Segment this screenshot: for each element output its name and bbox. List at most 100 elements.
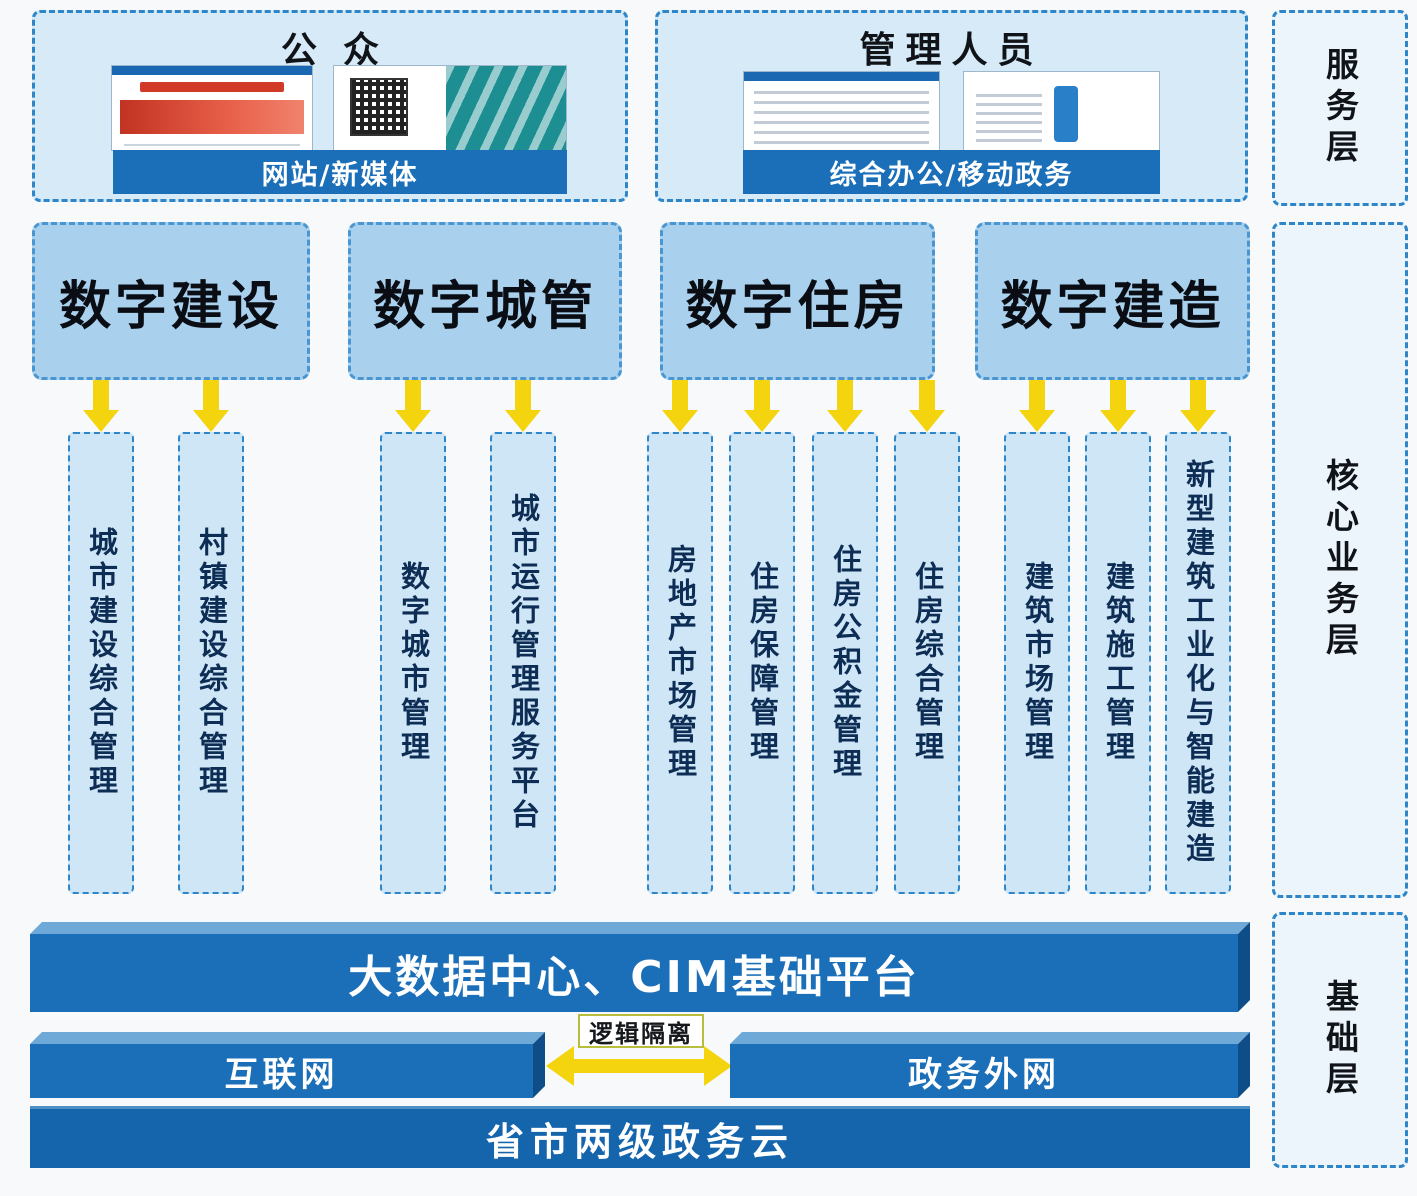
arrow-head-left: [546, 1046, 574, 1086]
city-graphic: [446, 66, 566, 150]
logical-isolation-label: 逻辑隔离: [578, 1014, 704, 1048]
bar-top-face: [30, 922, 1250, 934]
bar-side-face: [533, 1032, 545, 1098]
arrow-shaft: [515, 380, 531, 411]
layer-label-base: 基础层: [1272, 912, 1408, 1168]
module-label: 城市运行管理服务平台: [506, 493, 541, 833]
mobile-screen-graphic: [1053, 86, 1078, 142]
module-real-estate-market-mgmt: 房地产市场管理: [647, 432, 713, 894]
office-mobilegov-bar: 综合办公/移动政务: [743, 150, 1160, 194]
module-township-construction-mgmt: 村镇建设综合管理: [178, 432, 244, 894]
arrow-head: [395, 410, 431, 432]
arrow-shaft: [405, 380, 421, 411]
arrow-shaft: [1029, 380, 1045, 411]
bar-side-face: [1238, 922, 1250, 1012]
arrow-shaft: [572, 1059, 706, 1073]
arrow-head-right: [704, 1046, 732, 1086]
arrow-head: [505, 410, 541, 432]
module-label: 住房公积金管理: [828, 544, 863, 782]
arrow-head: [909, 410, 945, 432]
bar-side-face: [1238, 1032, 1250, 1098]
bigdata-cim-platform-bar: 大数据中心、CIM基础平台: [30, 922, 1250, 1012]
down-arrow: [662, 380, 698, 432]
layer-label: 基础层: [1320, 978, 1360, 1102]
arrow-shaft: [93, 380, 109, 411]
mobile-gov-thumbnail: [963, 71, 1160, 151]
arrow-head: [662, 410, 698, 432]
module-housing-fund-mgmt: 住房公积金管理: [812, 432, 878, 894]
down-arrow: [395, 380, 431, 432]
module-construction-work-mgmt: 建筑施工管理: [1085, 432, 1151, 894]
domain-title: 数字城管: [372, 276, 597, 337]
public-title: 公众: [280, 30, 405, 71]
arrow-head: [827, 410, 863, 432]
arrow-head: [1180, 410, 1216, 432]
arrow-head: [83, 410, 119, 432]
layer-label-core-business: 核心业务层: [1272, 222, 1408, 898]
gov-extranet-bar: 政务外网: [730, 1032, 1250, 1098]
down-arrow: [1180, 380, 1216, 432]
office-system-thumbnail: [743, 71, 940, 151]
thumbnail-masthead: [140, 82, 284, 92]
arrow-shaft: [1110, 380, 1126, 411]
domain-digital-urban-mgmt: 数字城管: [348, 222, 622, 380]
admin-title: 管理人员: [859, 30, 1044, 71]
newmedia-qr-thumbnail: [333, 65, 567, 151]
module-label: 建筑施工管理: [1101, 561, 1136, 765]
arrow-head: [193, 410, 229, 432]
module-construction-market-mgmt: 建筑市场管理: [1004, 432, 1070, 894]
down-arrow: [744, 380, 780, 432]
module-label: 住房保障管理: [745, 561, 780, 765]
thumbnail-table-rows: [753, 90, 930, 144]
domain-title: 数字住房: [685, 276, 910, 337]
platform-label: 大数据中心、CIM基础平台: [30, 934, 1238, 1012]
arrow-shaft: [672, 380, 688, 411]
public-access-panel: 公众 网站/新媒体: [32, 10, 628, 202]
arrow-head: [1019, 410, 1055, 432]
arrow-shaft: [754, 380, 770, 411]
layer-label: 服务层: [1320, 46, 1360, 170]
arrow-head: [1100, 410, 1136, 432]
arrow-shaft: [837, 380, 853, 411]
layer-label-service: 服务层: [1272, 10, 1408, 206]
domain-digital-construction: 数字建设: [32, 222, 310, 380]
module-digital-city-mgmt: 数字城市管理: [380, 432, 446, 894]
module-label: 新型建筑工业化与智能建造: [1181, 459, 1216, 867]
qr-code-icon: [350, 78, 408, 136]
module-label: 村镇建设综合管理: [194, 527, 229, 799]
thumbnail-text-lines: [124, 140, 300, 146]
domain-title: 数字建造: [1000, 276, 1225, 337]
internet-bar: 互联网: [30, 1032, 545, 1098]
bar-top-face: [30, 1032, 545, 1044]
module-housing-security-mgmt: 住房保障管理: [729, 432, 795, 894]
thumbnail-text-lines: [975, 88, 1042, 142]
gov-website-thumbnail: [111, 65, 313, 151]
down-arrow: [193, 380, 229, 432]
domain-title: 数字建设: [58, 276, 283, 337]
module-label: 城市建设综合管理: [84, 527, 119, 799]
down-arrow: [83, 380, 119, 432]
module-label: 房地产市场管理: [663, 544, 698, 782]
down-arrow: [1019, 380, 1055, 432]
module-city-construction-mgmt: 城市建设综合管理: [68, 432, 134, 894]
isolation-double-arrow: [546, 1046, 732, 1086]
internet-label: 互联网: [30, 1044, 533, 1098]
arrow-shaft: [203, 380, 219, 411]
thumbnail-header-strip: [112, 66, 312, 75]
down-arrow: [827, 380, 863, 432]
gov-extranet-label: 政务外网: [730, 1044, 1238, 1098]
domain-digital-housing: 数字住房: [660, 222, 935, 380]
bar-top-face: [730, 1032, 1250, 1044]
thumbnail-banner-image: [120, 100, 304, 134]
arrow-shaft: [919, 380, 935, 411]
layer-label: 核心业务层: [1320, 457, 1360, 663]
arrow-shaft: [1190, 380, 1206, 411]
module-housing-comprehensive-mgmt: 住房综合管理: [894, 432, 960, 894]
arrow-head: [744, 410, 780, 432]
module-label: 建筑市场管理: [1020, 561, 1055, 765]
down-arrow: [909, 380, 945, 432]
module-label: 住房综合管理: [910, 561, 945, 765]
module-new-building-industrialization: 新型建筑工业化与智能建造: [1165, 432, 1231, 894]
domain-digital-building: 数字建造: [975, 222, 1250, 380]
